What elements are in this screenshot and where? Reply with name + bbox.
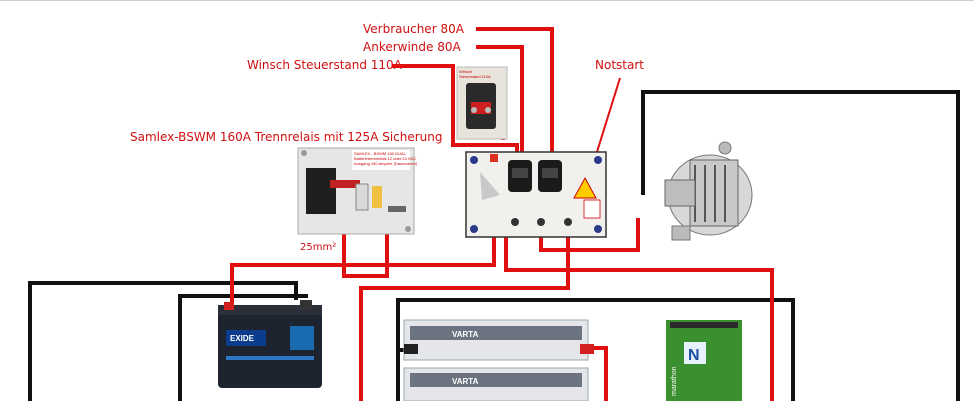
samlex-label-2: Batterietrennrelais 12 oder 24 VDC: [354, 156, 416, 161]
wire-bus-down: [504, 232, 774, 401]
samlex-relay-device: SAMLEX - BSWM 160 DUAL Batterietrennrela…: [297, 147, 418, 235]
samlex-label-1: SAMLEX - BSWM 160 DUAL: [354, 151, 407, 156]
wire-alternator-positive: [539, 218, 640, 252]
wire-bus-to-varta: [359, 230, 570, 401]
varta-battery-1: VARTA: [403, 319, 594, 361]
marathon-battery: N marathon: [666, 320, 742, 401]
varta-battery-2: VARTA: [403, 367, 589, 401]
varta-logo-2: VARTA: [452, 377, 479, 386]
neg-wire-alternator: [641, 90, 960, 401]
marathon-badge: N: [688, 347, 700, 364]
marathon-logo: marathon: [671, 366, 678, 396]
label-samlex-relay: Samlex-BSWM 160A Trennrelais mit 125A Si…: [130, 130, 443, 144]
label-cable-size: 25mm²: [300, 242, 337, 253]
winsch-device-label-2: Steuerstand 110A: [459, 74, 491, 79]
neg-wire-left-loop: [28, 281, 298, 401]
exide-logo: EXIDE: [230, 334, 255, 343]
label-notstart: Notstart: [595, 58, 644, 72]
wire-varta-positive: [586, 346, 608, 401]
winsch-fuse-device: Winsch Steuerstand 110A: [456, 66, 508, 140]
wire-relay-to-starter: [342, 225, 389, 278]
neg-wire-starter-battery: [178, 294, 308, 401]
label-verbraucher: Verbraucher 80A: [363, 22, 464, 36]
wire-verbraucher: [476, 27, 554, 180]
fuse-panel: [465, 151, 607, 238]
alternator: [664, 141, 753, 241]
wire-25mm-to-battery: [230, 232, 496, 311]
label-ankerwinde: Ankerwinde 80A: [363, 40, 461, 54]
varta-logo-1: VARTA: [452, 330, 479, 339]
starter-battery: EXIDE: [218, 300, 322, 388]
wire-ankerwinde: [476, 45, 524, 180]
negative-wires: [28, 90, 960, 401]
winsch-device-label-1: Winsch: [459, 69, 472, 74]
samlex-label-3: Ausgang 160 Ampere (Dauerstrom): [354, 161, 418, 166]
label-winsch-steuerstand: Winsch Steuerstand 110A: [247, 58, 402, 72]
